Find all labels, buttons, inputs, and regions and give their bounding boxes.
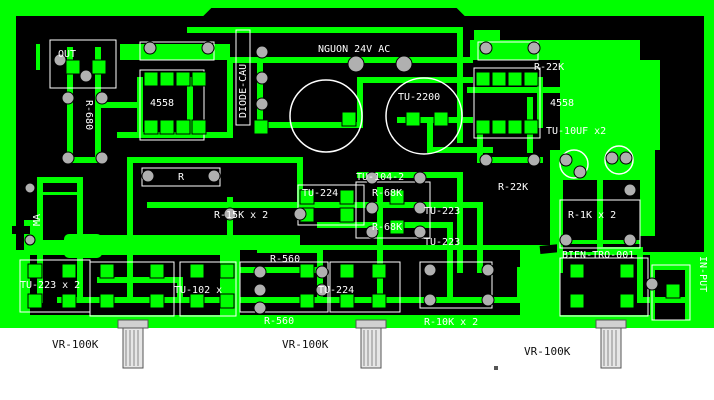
pot-shaft-3 — [595, 319, 627, 369]
label-r: R — [178, 172, 185, 183]
label-tu224-mid: TU-224 — [302, 188, 338, 199]
pot-shaft-1 — [117, 319, 149, 369]
label-diode-cau: DIODE-CAU — [238, 64, 249, 118]
label-r10k: R-10K x 2 — [424, 317, 478, 328]
capacitor-outlines — [289, 77, 634, 179]
mounting-pad — [64, 234, 102, 258]
label-tu10uf: TU-10UF x2 — [546, 126, 606, 137]
label-tu223-x2: TU-223 x 2 — [20, 280, 80, 291]
pads — [24, 41, 681, 315]
label-in-put: IN-PUT — [697, 256, 708, 292]
pot-label-3: VR-100K — [524, 345, 571, 358]
label-tu224-bot: TU-224 — [318, 285, 354, 296]
label-tu102: TU-102 x — [174, 285, 222, 296]
label-r22k-top: R-22K — [534, 62, 564, 73]
silkscreen-outlines — [19, 29, 691, 321]
label-r560-top: R-560 — [270, 254, 300, 265]
label-r15k: R-15K x 2 — [214, 210, 268, 221]
label-tu223-b: TU-223 — [424, 237, 460, 248]
label-ic-left: 4558 — [150, 98, 174, 109]
label-r560-bot: R-560 — [264, 316, 294, 327]
label-tu2200: TU-2200 — [398, 92, 440, 103]
label-tu104: TU-104-2 — [356, 172, 404, 183]
label-tu223-a: TU-223 — [424, 206, 460, 217]
label-bien-tro: BIEN-TRO-001 — [562, 250, 634, 261]
label-r22k-mid: R-22K — [498, 182, 528, 193]
label-r680: R-680 — [83, 100, 94, 130]
label-r68k-b: R-68K — [372, 222, 402, 233]
silkscreen-labels: OUT R-680 MA TU-223 x 2 DIODE-CAU NGUON … — [20, 44, 708, 328]
label-r68k-a: R-68K — [372, 188, 402, 199]
label-ic-right: 4558 — [550, 98, 574, 109]
label-nguon: NGUON 24V AC — [318, 44, 390, 55]
pot-shaft-2 — [355, 319, 387, 369]
label-r1k-x2: R-1K x 2 — [568, 210, 616, 221]
pot-shafts — [117, 319, 627, 370]
pot-label-1: VR-100K — [52, 338, 99, 351]
pot-label-2: VR-100K — [282, 338, 329, 351]
label-ma: MA — [32, 214, 43, 226]
label-out: OUT — [58, 49, 76, 60]
